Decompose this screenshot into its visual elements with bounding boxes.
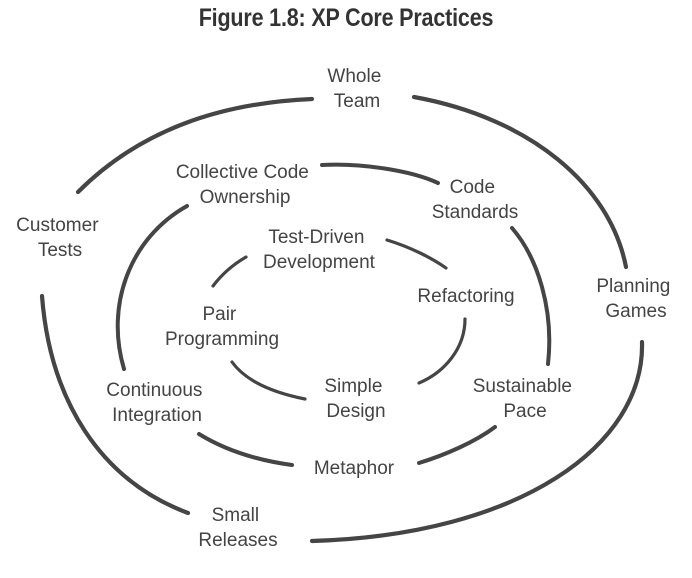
node-line: Test-Driven — [268, 227, 364, 248]
node-line: Refactoring — [417, 286, 514, 307]
node-metaphor: Metaphor — [314, 458, 395, 479]
outer-ring — [39, 94, 645, 544]
node-refactoring: Refactoring — [417, 286, 514, 307]
node-collective-code-ownership: Collective Code Ownership — [176, 162, 314, 208]
middle-ring — [115, 162, 552, 467]
node-line: Code — [450, 177, 495, 198]
outer-arc-planning-to-releases — [309, 339, 645, 544]
node-line: Pace — [503, 401, 546, 422]
node-line: Small — [212, 505, 260, 526]
node-line: Whole — [327, 66, 381, 87]
node-line: Team — [334, 91, 380, 112]
node-line: Sustainable — [473, 376, 572, 397]
inner-arc-design-to-pair — [230, 360, 307, 401]
node-simple-design: Simple Design — [324, 376, 387, 422]
node-line: Ownership — [200, 187, 291, 208]
node-line: Standards — [432, 202, 519, 223]
outer-arc-customer-to-team — [75, 96, 315, 195]
inner-ring — [211, 238, 467, 401]
middle-arc-metaphor-to-integration — [197, 432, 294, 467]
middle-arc-standards-to-pace — [510, 226, 552, 366]
node-line: Development — [263, 252, 376, 273]
node-sustainable-pace: Sustainable Pace — [473, 376, 578, 422]
node-test-driven-development: Test-Driven Development — [263, 227, 376, 273]
node-line: Customer — [16, 215, 99, 236]
node-line: Integration — [112, 405, 202, 426]
node-line: Continuous — [106, 380, 202, 401]
node-line: Games — [605, 301, 666, 322]
node-line: Tests — [38, 240, 82, 261]
middle-arc-integration-to-ownership — [115, 204, 189, 371]
middle-arc-ownership-to-standards — [320, 162, 440, 185]
node-continuous-integration: Continuous Integration — [106, 380, 207, 426]
node-line: Metaphor — [314, 458, 395, 479]
node-line: Design — [326, 401, 385, 422]
node-planning-games: Planning Games — [596, 276, 675, 322]
inner-arc-pair-to-tdd — [211, 255, 248, 288]
node-line: Simple — [324, 376, 382, 397]
node-line: Planning — [596, 276, 670, 297]
node-code-standards: Code Standards — [432, 177, 519, 223]
node-small-releases: Small Releases — [198, 505, 277, 551]
node-pair-programming: Pair Programming — [165, 304, 279, 350]
node-line: Collective Code — [176, 162, 309, 183]
figure-title: Figure 1.8: XP Core Practices — [198, 4, 494, 32]
node-customer-tests: Customer Tests — [16, 215, 104, 261]
inner-arc-refactoring-to-design — [417, 317, 467, 385]
node-line: Releases — [198, 530, 277, 551]
node-line: Pair — [202, 304, 236, 325]
outer-arc-team-to-planning — [411, 94, 629, 270]
node-whole-team: Whole Team — [327, 66, 386, 112]
node-line: Programming — [165, 329, 279, 350]
outer-arc-releases-to-customer — [39, 293, 191, 516]
inner-arc-tdd-to-refactoring — [385, 238, 448, 270]
middle-arc-pace-to-metaphor — [417, 425, 497, 465]
